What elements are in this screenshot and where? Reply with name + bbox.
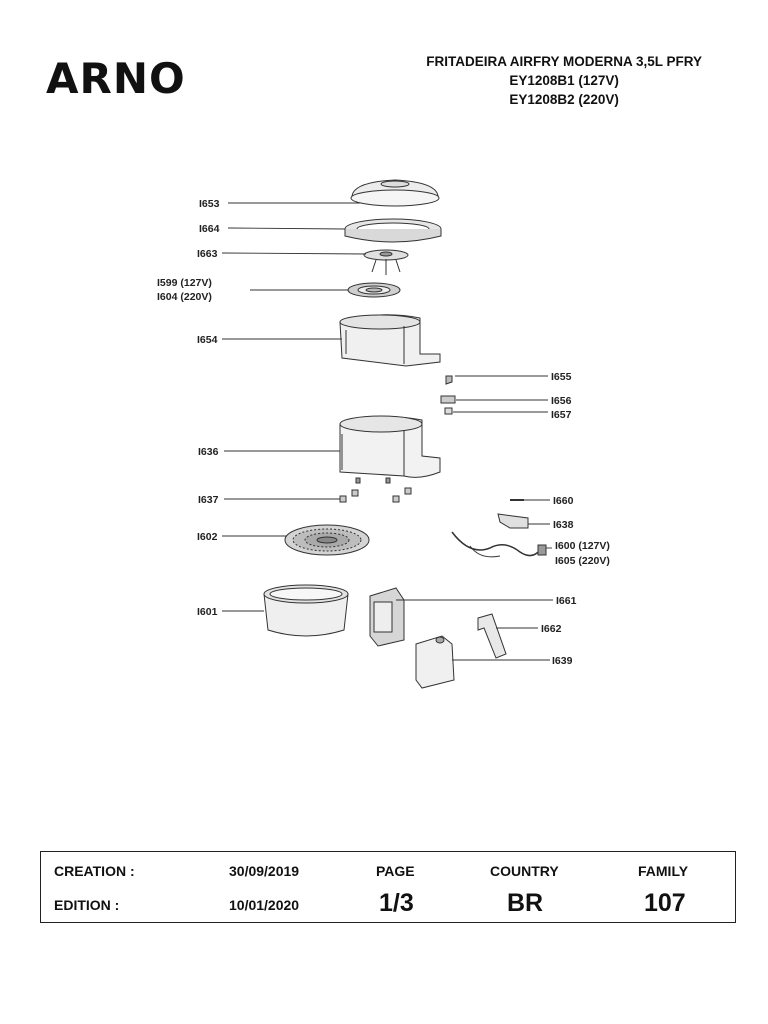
family-value: 107 [644,889,686,917]
label-i601: I601 [197,606,218,618]
label-i604: I604 (220V) [157,291,212,303]
part-fan [363,249,409,275]
country-label: COUNTRY [490,863,559,879]
part-upper-housing [339,314,441,367]
label-i661: I661 [556,595,577,607]
part-pin-and-bracket [497,499,529,529]
label-i664: I664 [199,223,220,235]
label-i599: I599 (127V) [157,277,212,289]
label-i602: I602 [197,531,218,543]
edition-date: 10/01/2020 [229,897,300,913]
label-i638: I638 [553,519,574,531]
label-i605: I605 (220V) [555,555,610,567]
country-value: BR [507,889,544,917]
exploded-parts-diagram: I653 I664 I663 I599 (127V) I604 (220V) I… [157,179,610,689]
creation-date: 30/09/2019 [229,863,300,879]
creation-label: CREATION : [54,863,135,879]
document-footer-table: CREATION : 30/09/2019 PAGE COUNTRY FAMIL… [40,851,736,923]
page-label: PAGE [376,863,415,879]
part-heating-element [347,282,401,298]
label-i654: I654 [197,334,218,346]
label-i636: I636 [198,446,219,458]
part-power-cord [451,531,547,558]
part-lid-top [350,179,440,207]
arno-logo: ARNO [46,54,186,103]
model-127v: EY1208B1 (127V) [509,73,619,88]
label-i653: I653 [199,198,220,210]
part-control-panel [369,587,405,647]
part-handle [477,613,507,659]
label-i660: I660 [553,495,574,507]
part-feet [339,487,412,503]
family-label: FAMILY [638,863,689,879]
part-small-clips [440,375,456,415]
part-lower-housing [339,415,441,484]
product-name: FRITADEIRA AIRFRY MODERNA 3,5L PFRY [426,54,702,69]
label-i655: I655 [551,371,572,383]
label-i639: I639 [552,655,573,667]
label-i600: I600 (127V) [555,540,610,552]
label-i657: I657 [551,409,572,421]
page-value: 1/3 [379,889,414,917]
label-i662: I662 [541,623,562,635]
part-front-cover [415,635,455,689]
part-basket [263,584,349,637]
part-fan-ring [344,218,442,243]
model-220v: EY1208B2 (220V) [509,92,619,107]
document-title: FRITADEIRA AIRFRY MODERNA 3,5L PFRY EY12… [426,52,702,109]
edition-label: EDITION : [54,897,120,913]
label-i656: I656 [551,395,572,407]
label-i663: I663 [197,248,218,260]
label-i637: I637 [198,494,219,506]
part-grill [284,524,370,556]
